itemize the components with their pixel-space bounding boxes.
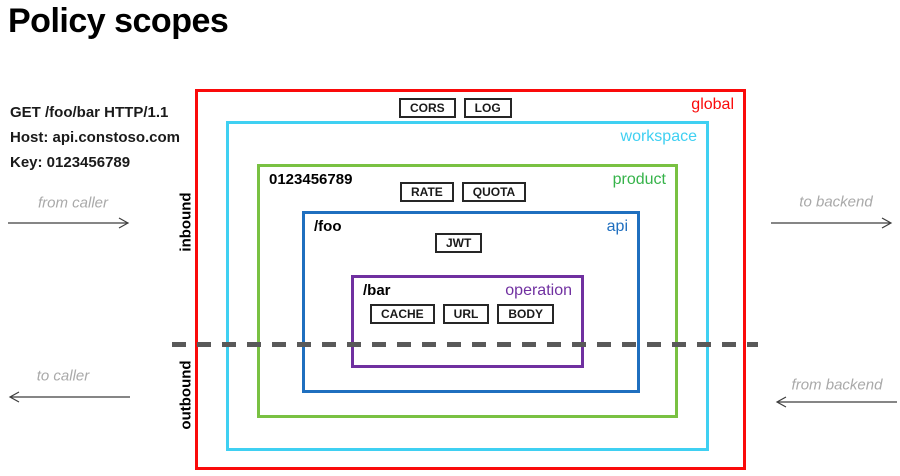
to-caller-caption: to caller xyxy=(36,367,90,385)
operation-path-label: /bar xyxy=(363,282,391,299)
policy-chip-cors: CORS xyxy=(399,98,456,118)
scope-label-api: api xyxy=(606,218,628,235)
policy-chip-quota: QUOTA xyxy=(461,182,527,202)
inbound-outbound-divider xyxy=(172,342,758,347)
scope-label-operation: operation xyxy=(505,282,572,299)
policy-chip-body: BODY xyxy=(497,304,555,324)
scope-label-product: product xyxy=(612,171,666,188)
request-line: GET /foo/bar HTTP/1.1 xyxy=(10,104,169,121)
scope-box-global: global xyxy=(195,89,746,470)
from-backend-caption: from backend xyxy=(791,376,883,394)
policy-chip-url: URL xyxy=(442,304,490,324)
scope-box-api: api /foo xyxy=(302,211,640,393)
from-caller-arrow-icon xyxy=(8,216,132,230)
scope-label-global: global xyxy=(691,96,734,113)
scope-box-workspace: workspace xyxy=(226,121,709,451)
scope-box-product: product 0123456789 xyxy=(257,164,678,418)
global-policy-chips: CORS LOG xyxy=(399,98,512,118)
scope-label-workspace: workspace xyxy=(620,128,697,145)
http-request-sample: GET /foo/bar HTTP/1.1 Host: api.constoso… xyxy=(10,100,180,175)
scope-box-operation: operation /bar xyxy=(351,275,584,368)
api-path-label: /foo xyxy=(314,218,342,235)
outbound-label: outbound xyxy=(177,360,195,430)
product-key-label: 0123456789 xyxy=(269,171,353,188)
to-caller-arrow-icon xyxy=(6,390,130,404)
to-backend-caption: to backend xyxy=(799,193,873,211)
from-backend-arrow-icon xyxy=(773,395,897,409)
product-policy-chips: RATE QUOTA xyxy=(400,182,527,202)
request-key-line: Key: 0123456789 xyxy=(10,154,131,171)
api-policy-chips: JWT xyxy=(435,233,483,253)
inbound-label: inbound xyxy=(177,192,195,252)
policy-chip-log: LOG xyxy=(463,98,512,118)
request-host-line: Host: api.constoso.com xyxy=(10,129,181,146)
from-caller-caption: from caller xyxy=(37,194,109,212)
policy-chip-cache: CACHE xyxy=(370,304,435,324)
policy-chip-jwt: JWT xyxy=(435,233,483,253)
page-title: Policy scopes xyxy=(8,2,229,40)
policy-chip-rate: RATE xyxy=(400,182,454,202)
operation-policy-chips: CACHE URL BODY xyxy=(370,304,555,324)
to-backend-arrow-icon xyxy=(771,216,895,230)
